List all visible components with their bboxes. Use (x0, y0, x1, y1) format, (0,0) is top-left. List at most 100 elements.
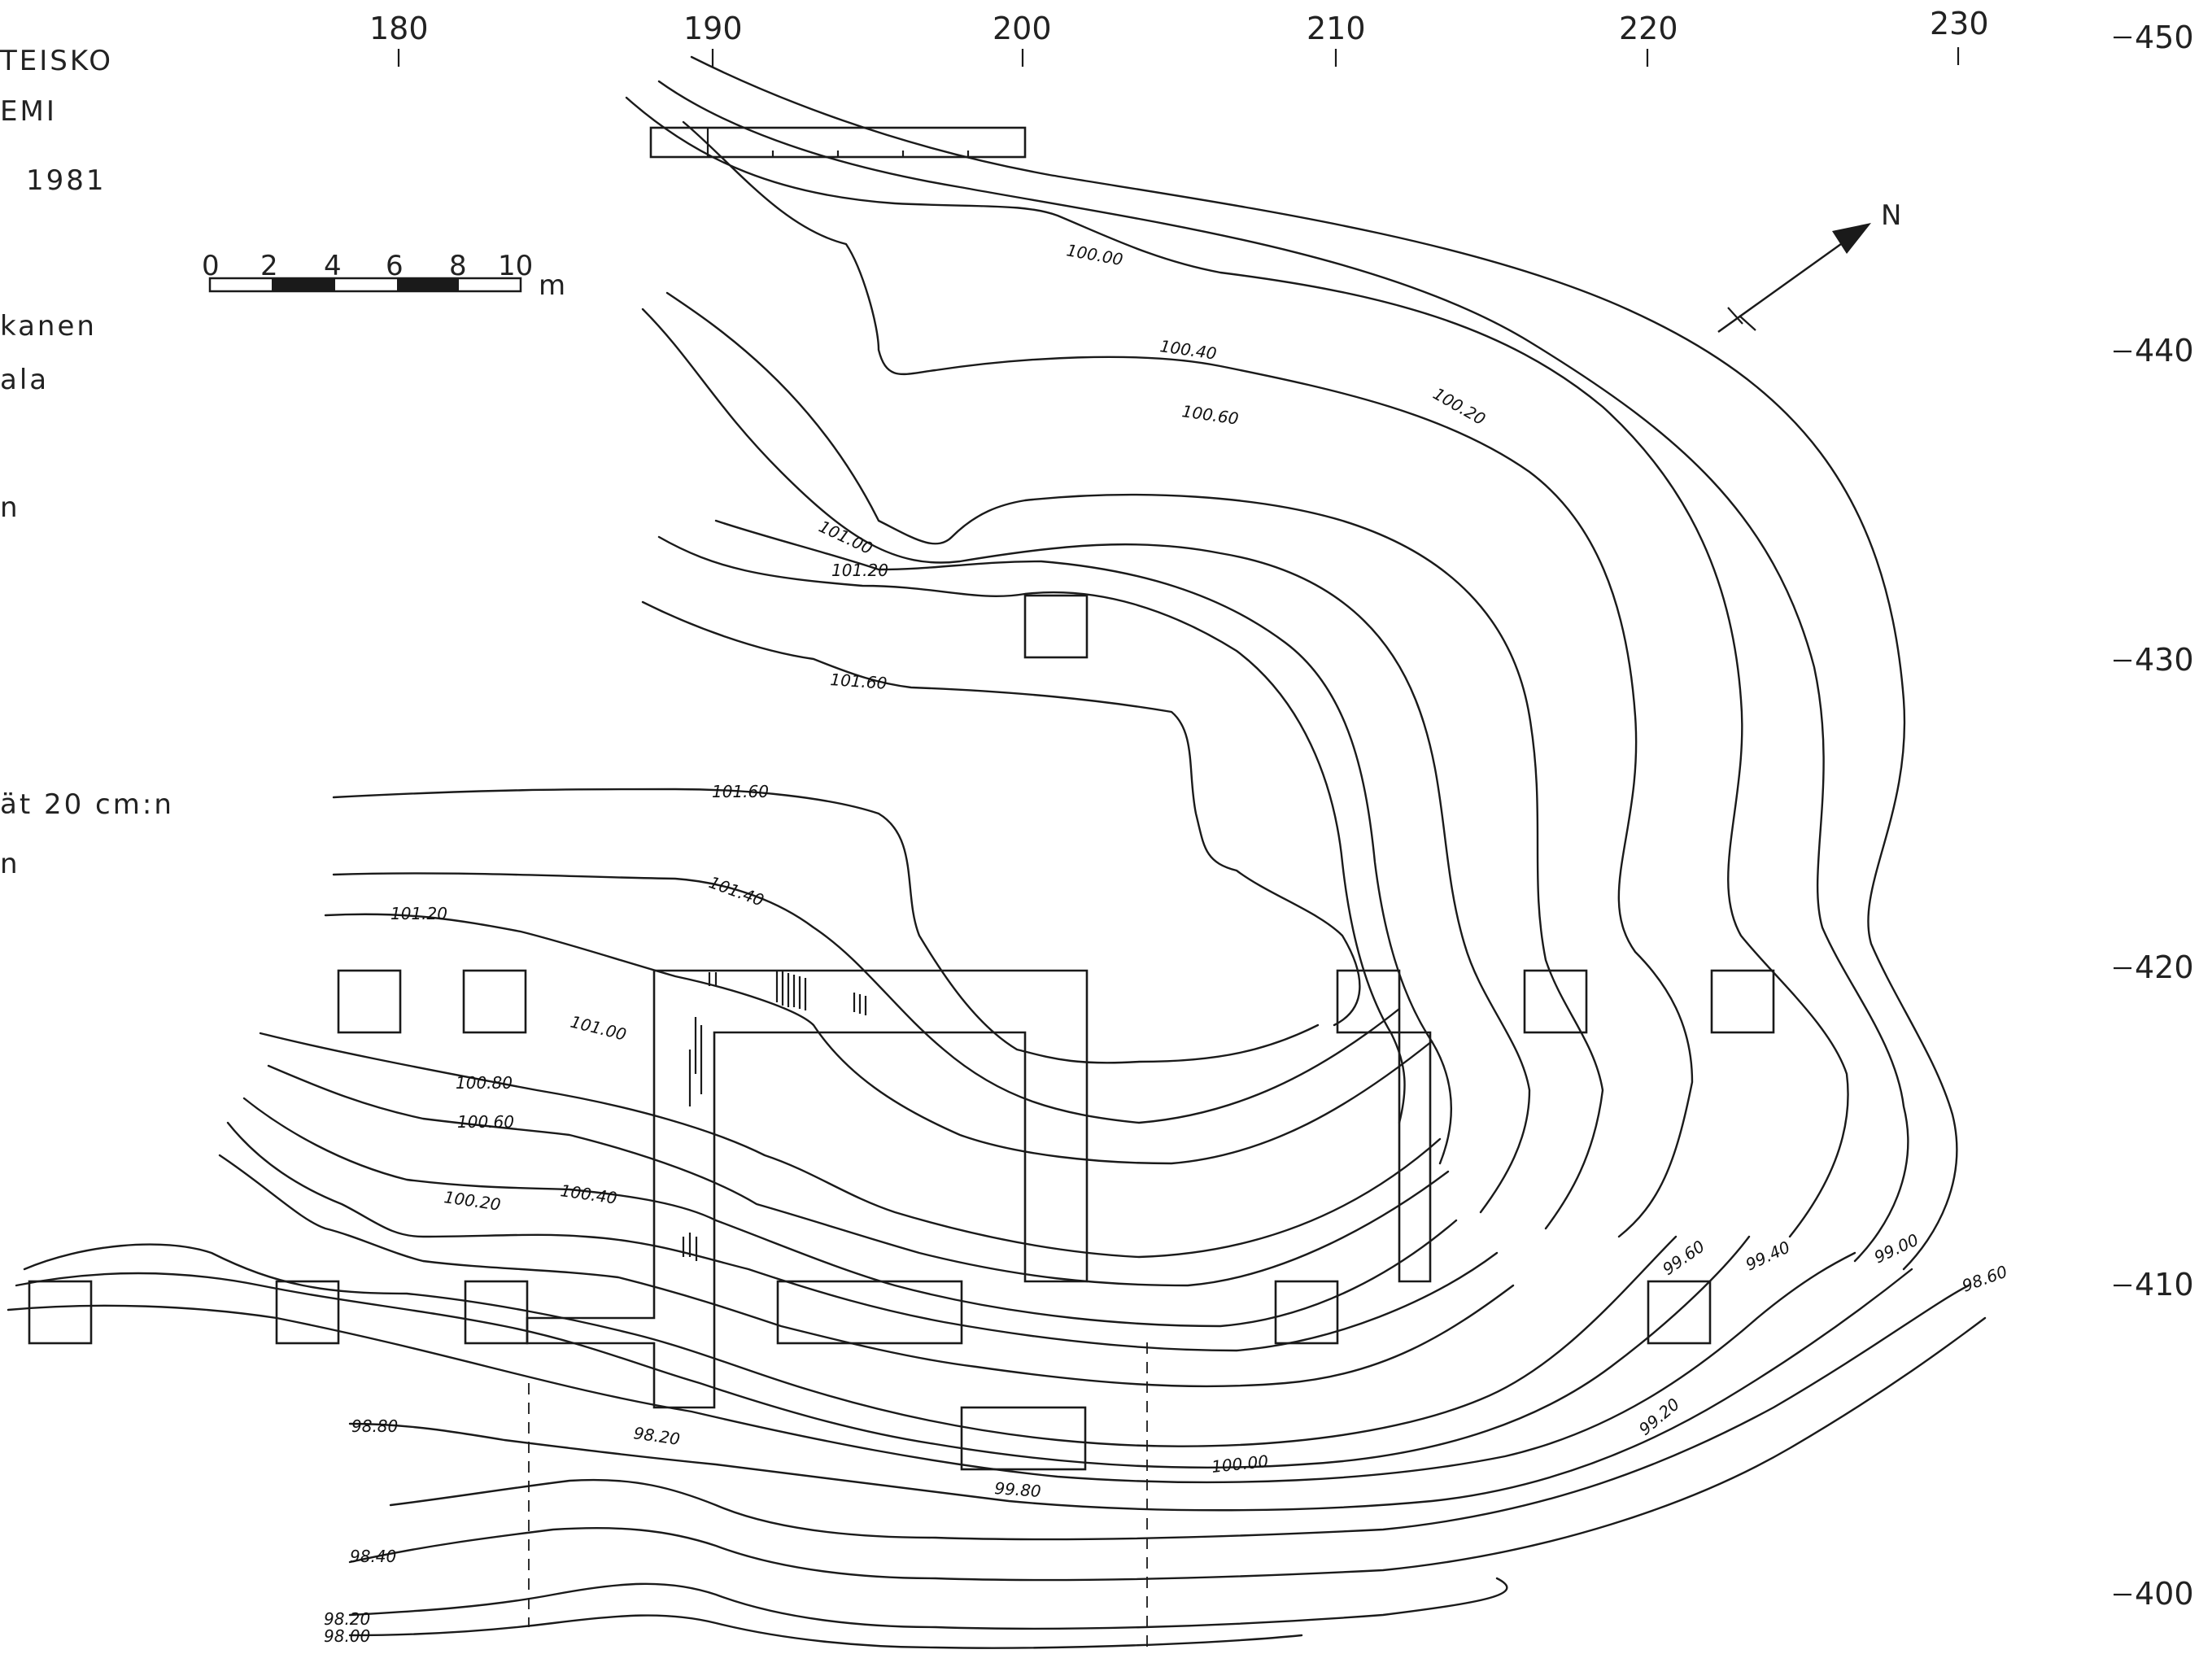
north-arrow: N (1717, 199, 1901, 334)
contour-label: 101.60 (712, 782, 769, 801)
y-grid-label: 450 (2135, 20, 2194, 55)
contour-label: 98.80 (351, 1416, 398, 1436)
contour-line (682, 120, 1694, 1238)
baselines (528, 1342, 1148, 1652)
contour-line (242, 1097, 1458, 1328)
contour-label: 100.20 (1430, 384, 1490, 430)
excavation-trench (776, 1280, 963, 1345)
contour-line (226, 1121, 1499, 1352)
contour-line (348, 1268, 1913, 1512)
y-grid-labels: 450 440 430 420 410 400 (2114, 20, 2194, 1612)
contour-label: 99.00 (1871, 1230, 1922, 1268)
contour-line (267, 1064, 1450, 1287)
y-grid-label: 400 (2135, 1576, 2194, 1612)
excavation-square (28, 1280, 93, 1345)
y-grid-label: 410 (2135, 1267, 2194, 1303)
legend-line: n (0, 491, 20, 524)
scale-tick-label: 0 (202, 250, 220, 282)
x-grid-label: 210 (1307, 11, 1366, 46)
excavation-square (1523, 969, 1588, 1034)
y-grid-label: 420 (2135, 949, 2194, 985)
contour-line (625, 96, 1849, 1238)
legend-line: ala (0, 364, 49, 396)
y-grid-label: 430 (2135, 642, 2194, 678)
scale-tick-label: 10 (498, 250, 533, 282)
excavation-square (1336, 969, 1401, 1034)
legend-line: 1981 (26, 164, 107, 197)
contour-line (7, 1251, 1856, 1484)
contour-line (641, 600, 1361, 1027)
scale-tick-label: 8 (449, 250, 467, 282)
contour-line (657, 80, 1909, 1263)
contour-line (218, 1154, 1515, 1388)
excavation-square (1647, 1280, 1712, 1345)
x-grid-label: 190 (683, 11, 743, 46)
contour-line (324, 913, 1433, 1165)
excavation-square (462, 969, 527, 1034)
contour-line (332, 872, 1401, 1124)
contour-label: 101.40 (706, 872, 766, 910)
excavation-units (28, 126, 1775, 1471)
contour-label: 100.60 (457, 1112, 514, 1132)
scale-tick-label: 6 (386, 250, 404, 282)
excavation-square (275, 1280, 340, 1345)
contour-line (332, 788, 1320, 1064)
excavation-trench (1398, 1031, 1432, 1283)
legend-line: ät 20 cm:n (0, 788, 174, 821)
excavation-square (1274, 1280, 1339, 1345)
contour-label: 101.00 (816, 517, 876, 558)
x-grid-label: 230 (1930, 6, 1989, 41)
contour-line (657, 535, 1406, 1124)
excavation-square (1710, 969, 1775, 1034)
excavation-trench (960, 1406, 1087, 1471)
contour-line (259, 1032, 1442, 1259)
contour-label: 99.80 (994, 1478, 1042, 1501)
legend-line: EMI (0, 95, 57, 128)
contour-label: 100.40 (559, 1180, 618, 1208)
contour-label: 100.00 (1065, 240, 1124, 269)
scale-bar: 0 2 4 6 8 10 m (202, 250, 565, 302)
contour-line (348, 1614, 1303, 1649)
scale-unit: m (539, 269, 565, 302)
x-grid-label: 200 (993, 11, 1052, 46)
legend: TEISKO EMI 1981 kanen ala n ät 20 cm:n n (0, 45, 174, 880)
contour-label: 99.40 (1743, 1237, 1793, 1275)
contour-line (15, 1235, 1751, 1469)
x-grid-labels: 180 190 200 210 220 230 (369, 6, 1989, 67)
contour-line (348, 1316, 1987, 1582)
contour-label: 99.60 (1659, 1237, 1708, 1280)
contour-label: 100.60 (1180, 401, 1240, 429)
contour-label: 98.20 (324, 1609, 370, 1629)
contour-label: 98.00 (324, 1626, 370, 1646)
contour-line (348, 1577, 1508, 1630)
contour-label: 100.20 (443, 1187, 502, 1215)
excavation-trench (526, 969, 1089, 1409)
contour-labels: 100.00 100.40 100.20 100.60 101.00 101.2… (324, 240, 2010, 1646)
contour-line (714, 519, 1453, 1165)
contour-label: 101.60 (830, 670, 888, 693)
contour-line (23, 1235, 1678, 1447)
y-grid-label: 440 (2135, 333, 2194, 369)
contour-label: 100.80 (456, 1073, 513, 1093)
contour-line (665, 291, 1604, 1230)
contour-label: 101.20 (390, 904, 447, 923)
x-grid-label: 220 (1619, 11, 1678, 46)
contour-line (690, 55, 1958, 1271)
north-label: N (1881, 199, 1901, 232)
x-grid-label: 180 (369, 11, 429, 46)
contour-label: 98.20 (632, 1423, 681, 1449)
legend-line: kanen (0, 310, 97, 343)
legend-line: n (0, 848, 20, 880)
legend-line: TEISKO (0, 45, 113, 77)
contour-label: 98.60 (1960, 1262, 2010, 1296)
excavation-square (1023, 594, 1089, 659)
scale-tick-label: 2 (260, 250, 278, 282)
contour-label: 101.00 (569, 1012, 629, 1045)
contour-line (389, 1284, 1970, 1541)
contour-label: 98.40 (350, 1547, 396, 1566)
contour-label: 101.20 (831, 561, 888, 580)
excavation-square (337, 969, 402, 1034)
excavation-square (464, 1280, 529, 1345)
contour-label: 100.00 (1211, 1451, 1269, 1477)
